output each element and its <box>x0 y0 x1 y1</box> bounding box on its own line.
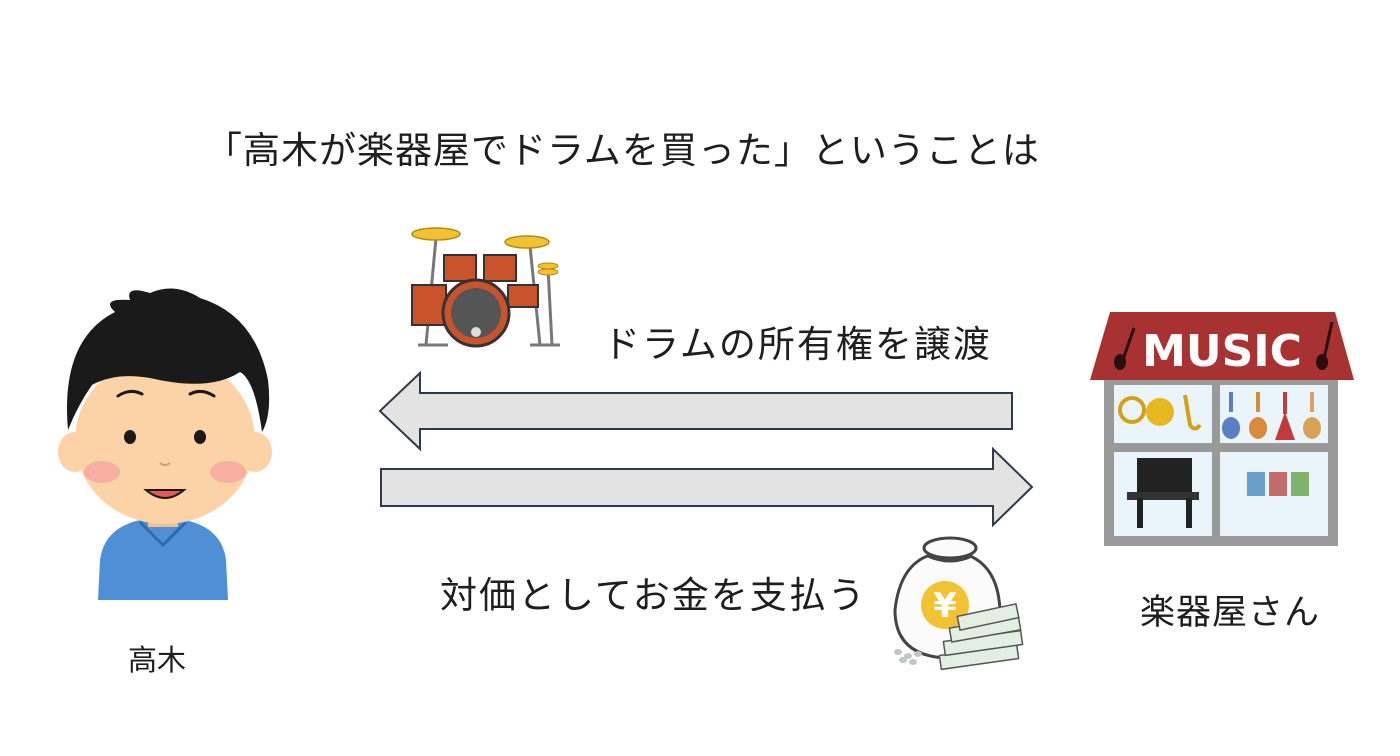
shop-sign: MUSIC <box>1142 326 1302 377</box>
drum-set-illustration <box>411 227 560 348</box>
money-bag-illustration: ¥ <box>893 536 1024 671</box>
left-cymbal <box>411 227 461 241</box>
payment-label: 対価としてお金を支払う <box>440 574 867 617</box>
shop-awning <box>1090 312 1354 380</box>
person-label: 高木 <box>128 643 187 677</box>
person-hair <box>66 288 270 432</box>
person-left-eye <box>124 430 136 444</box>
person-face <box>75 356 255 524</box>
right-cymbal <box>504 235 550 249</box>
person-right-eye <box>194 430 206 444</box>
floor-tom <box>411 284 447 326</box>
shop-piano <box>1137 458 1192 498</box>
person-collar <box>138 520 188 548</box>
tom-drum-left <box>443 254 477 282</box>
bill-stack <box>938 603 1024 671</box>
person-illustration <box>58 288 272 600</box>
diagram-title: 「高木が楽器屋でドラムを買った」ということは <box>205 129 1040 172</box>
person-mouth <box>143 489 187 499</box>
music-shop-illustration: MUSIC <box>1090 312 1354 546</box>
payment-arrow <box>380 446 1034 528</box>
ownership-transfer-arrow <box>378 370 1013 452</box>
snare-drum <box>507 284 539 308</box>
yen-symbol: ¥ <box>933 586 957 626</box>
tom-drum-right <box>483 254 517 282</box>
person-shirt <box>98 520 228 600</box>
ownership-transfer-label: ドラムの所有権を譲渡 <box>603 323 992 366</box>
shop-label: 楽器屋さん <box>1140 593 1321 633</box>
